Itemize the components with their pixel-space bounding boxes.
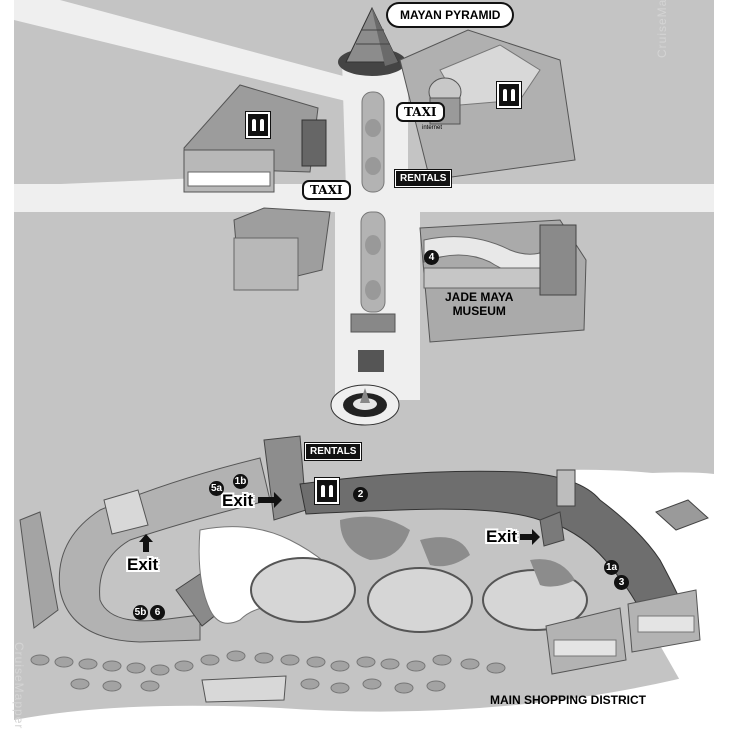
exit-arrow-right-icon-2 <box>520 529 540 545</box>
museum-label-line1: JADE MAYA <box>445 290 514 304</box>
restroom-icon-terminal <box>315 478 339 504</box>
roundabout-monument <box>353 398 377 410</box>
diagonal-road <box>14 0 358 104</box>
internet-label: internet <box>422 125 443 131</box>
taxi-label-lower: TAXI <box>302 180 351 200</box>
watermark-top: CruiseMapper <box>655 0 669 58</box>
museum-label: JADE MAYA MUSEUM <box>445 290 513 318</box>
exit-arrow-right-icon <box>258 492 282 508</box>
restroom-icon-upper-left <box>246 112 270 138</box>
exit-label-2: Exit <box>127 555 159 574</box>
marker-6: 6 <box>150 605 165 620</box>
marker-1a: 1a <box>604 560 619 575</box>
marker-5b: 5b <box>133 605 148 620</box>
plaza-slab <box>201 675 287 703</box>
main-shopping-district-label: MAIN SHOPPING DISTRICT <box>490 693 647 707</box>
building-upper-left-tower <box>301 119 327 167</box>
watermark-bottom: CruiseMapper <box>12 642 26 730</box>
restroom-icon-upper-right <box>497 82 521 108</box>
exit-label-1: Exit <box>222 491 254 510</box>
museum-label-line2: MUSEUM <box>452 304 506 318</box>
median-planter-upper <box>361 91 385 193</box>
boulevard-gate <box>350 313 396 333</box>
marker-4: 4 <box>424 250 439 265</box>
marker-5a: 5a <box>209 481 224 496</box>
pool-2 <box>367 567 473 633</box>
rentals-label-upper: RENTALS <box>395 170 452 187</box>
pier-kiosk <box>655 499 709 531</box>
marker-1b: 1b <box>233 474 248 489</box>
taxi-label-upper: TAXI <box>396 102 445 122</box>
left-annex <box>19 511 59 629</box>
mayan-tower-small <box>556 469 576 507</box>
rentals-label-lower: RENTALS <box>305 443 362 460</box>
pool-1 <box>250 557 356 623</box>
tree-row <box>30 650 506 694</box>
marker-2: 2 <box>353 487 368 502</box>
exit-label-3: Exit <box>486 527 518 546</box>
mayan-pyramid-label: MAYAN PYRAMID <box>388 4 513 26</box>
marker-3: 3 <box>614 575 629 590</box>
exit-arrow-up-icon <box>139 534 153 552</box>
boulevard-kiosk <box>358 350 384 372</box>
water-area-right <box>600 472 714 560</box>
